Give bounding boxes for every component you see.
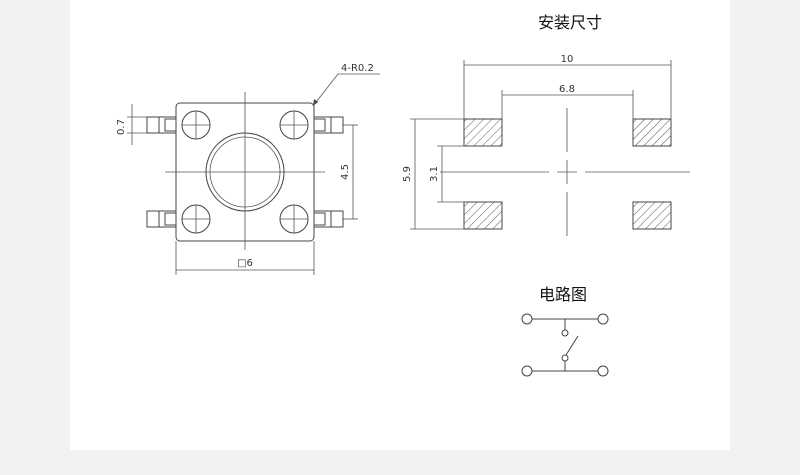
- circuit-diagram: [521, 313, 609, 377]
- drawing-panel: [70, 0, 730, 450]
- pad-outer-label: 10: [561, 54, 574, 65]
- corner-circles: [181, 110, 309, 234]
- pad-layout: 10 6.8 5.9 3.1: [402, 54, 690, 236]
- switch-top-view: 4-R0.2 0.7 4.5 □6: [116, 63, 380, 275]
- pad-bottom-right: [632, 201, 672, 230]
- pin-pitch-dimension: 4.5: [340, 124, 358, 220]
- pad-gap-label: 3.1: [429, 166, 440, 182]
- pin-width-dimension: 0.7: [116, 104, 147, 145]
- pad-top-left: [463, 118, 503, 147]
- pin-width-label: 0.7: [116, 119, 127, 135]
- pad-inner-label: 6.8: [559, 84, 575, 95]
- plunger-outer-circle: [205, 132, 285, 212]
- pad-bottom-left: [463, 201, 503, 230]
- pad-top-right: [632, 118, 672, 147]
- pad-height-label: 5.9: [402, 166, 413, 182]
- body-size-label: □6: [237, 258, 253, 269]
- corner-radius-label: 4-R0.2: [341, 63, 374, 74]
- install-title: 安装尺寸: [538, 13, 602, 32]
- body-size-dimension: □6: [175, 241, 315, 275]
- circuit-title: 电路图: [539, 285, 587, 304]
- pin-pitch-label: 4.5: [340, 164, 351, 180]
- corner-radius-callout: 4-R0.2: [312, 63, 380, 107]
- plunger-inner-circle: [209, 136, 281, 208]
